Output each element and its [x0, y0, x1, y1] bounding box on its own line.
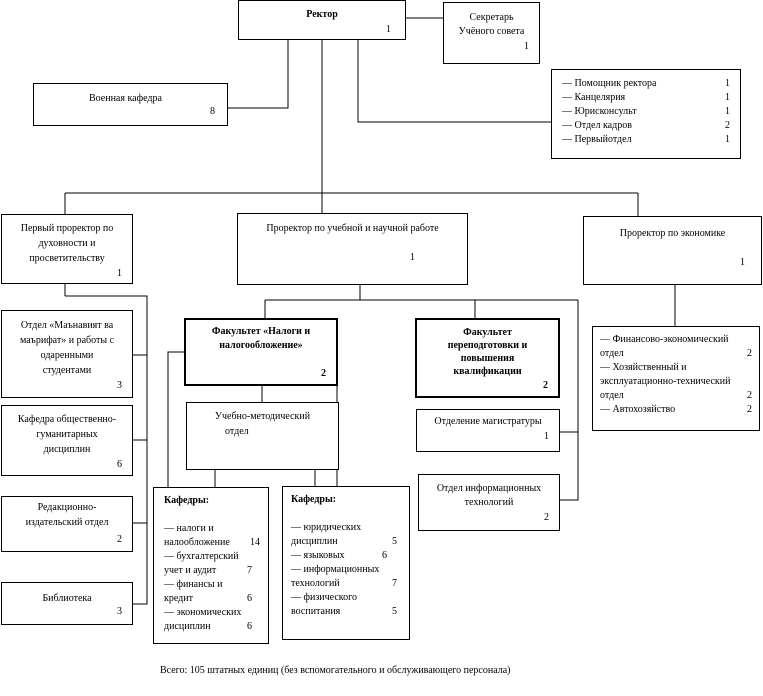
study-prorector-count: 1: [410, 252, 415, 263]
humanities-chair-box: Кафедра общественно- гуманитарных дисцип…: [1, 405, 133, 476]
masters-count: 1: [544, 431, 549, 442]
chair-row: — физического: [291, 592, 357, 603]
library-count: 3: [117, 606, 122, 617]
faculty-retrain-count: 2: [543, 380, 548, 391]
faculty-retrain-line: повышения: [460, 353, 515, 364]
chair-row: — финансы и: [164, 579, 223, 590]
first-prorector-box: Первый проректор по духовности и просвет…: [1, 214, 133, 284]
faculty-tax-line: налогообложение»: [219, 340, 303, 351]
footer-total: Всего: 105 штатных единиц (без вспомогат…: [160, 665, 511, 676]
method-dept-line: Учебно-методический: [214, 411, 311, 422]
econ-prorector-title: Проректор по экономике: [619, 228, 726, 239]
it-dept-count: 2: [544, 512, 549, 523]
spirituality-dept-line: студентами: [42, 365, 92, 376]
econ-dept-row: — Хозяйственный и: [600, 362, 687, 373]
rector-count: 1: [386, 24, 391, 35]
it-dept-box: Отдел информационных технологий 2: [418, 474, 560, 531]
humanities-chair-line: дисциплин: [43, 444, 91, 455]
study-prorector-title: Проректор по учебной и научной работе: [266, 223, 439, 234]
method-dept-box: Учебно-методический отдел: [186, 402, 339, 470]
faculty-retrain-line: квалификации: [453, 366, 522, 377]
library-box: Библиотека 3: [1, 582, 133, 625]
first-prorector-line: просветительству: [29, 253, 105, 264]
editorial-dept-line: издательский отдел: [25, 517, 109, 528]
secretary-box: Секретарь Учёного совета 1: [443, 2, 540, 64]
faculty-tax-count: 2: [321, 368, 326, 379]
method-dept-line: отдел: [225, 426, 249, 437]
econ-dept-row: — Финансово-экономический: [600, 334, 729, 345]
faculty-retrain-box: Факультет переподготовки и повышения ква…: [415, 318, 560, 398]
rector-title: Ректор: [306, 9, 338, 20]
faculty-retrain-line: переподготовки и: [447, 340, 528, 351]
military-dept-box: Военная кафедра 8: [33, 83, 228, 126]
it-dept-line: Отдел информационных: [436, 483, 542, 494]
editorial-dept-count: 2: [117, 534, 122, 545]
chair-row: — бухгалтерский: [164, 551, 239, 562]
spirituality-dept-count: 3: [117, 380, 122, 391]
humanities-chair-line: Кафедра общественно-: [17, 414, 117, 425]
chair-row: — юридических: [291, 522, 362, 533]
masters-box: Отделение магистратуры 1: [416, 409, 560, 452]
faculty-tax-box: Факультет «Налоги и налогообложение» 2: [184, 318, 338, 386]
faculty-tax-line: Факультет «Налоги и: [211, 326, 311, 337]
humanities-chair-count: 6: [117, 459, 122, 470]
military-dept-title: Военная кафедра: [89, 93, 162, 104]
chair-row: — налоги и: [164, 523, 214, 534]
econ-prorector-box: Проректор по экономике 1: [583, 216, 762, 285]
masters-title: Отделение магистратуры: [434, 416, 542, 427]
rector-box: Ректор 1: [238, 0, 406, 40]
first-prorector-line: духовности и: [38, 238, 96, 249]
military-dept-count: 8: [210, 106, 215, 117]
library-title: Библиотека: [42, 593, 92, 604]
secretary-line1: Секретарь: [469, 12, 514, 23]
chairs-right-title: Кафедры:: [291, 494, 337, 505]
editorial-dept-line: Редакционно-: [37, 502, 97, 513]
spirituality-dept-box: Отдел «Маънавият ва маърифат» и работы с…: [1, 310, 133, 398]
faculty-retrain-line: Факультет: [463, 327, 512, 338]
humanities-chair-line: гуманитарных: [36, 429, 98, 440]
spirituality-dept-line: Отдел «Маънавият ва: [20, 320, 114, 331]
secretary-count: 1: [524, 41, 529, 52]
study-prorector-box: Проректор по учебной и научной работе 1: [237, 213, 468, 285]
first-prorector-line: Первый проректор по: [20, 223, 114, 234]
it-dept-line: технологий: [464, 497, 514, 508]
editorial-dept-box: Редакционно- издательский отдел 2: [1, 496, 133, 552]
chair-row: — экономических: [164, 607, 242, 618]
spirituality-dept-line: одаренными: [40, 350, 94, 361]
chairs-left-title: Кафедры:: [164, 495, 210, 506]
econ-prorector-count: 1: [740, 257, 745, 268]
secretary-line2: Учёного совета: [458, 26, 525, 37]
spirituality-dept-line: маърифат» и работы с: [19, 335, 115, 346]
econ-dept-row: эксплуатационно-технический: [600, 376, 731, 387]
first-prorector-count: 1: [117, 268, 122, 279]
chair-row: — информационных: [291, 564, 380, 575]
